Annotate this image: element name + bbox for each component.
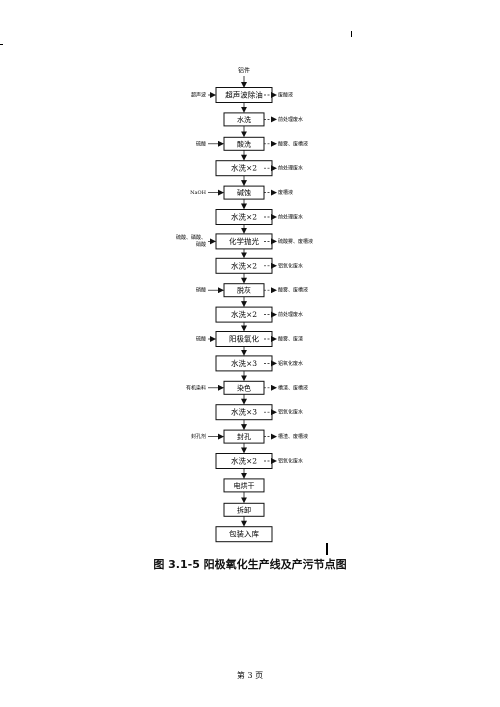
input-material-label: 硫酸、磷酸、 bbox=[176, 234, 206, 241]
process-label: 化学抛光 bbox=[229, 236, 259, 246]
process-label: 水洗×3 bbox=[231, 407, 257, 417]
process-label: 封孔 bbox=[237, 432, 251, 441]
pollutant-label: 铝氧化废水 bbox=[278, 262, 303, 269]
input-material-label: 硝酸 bbox=[196, 241, 206, 248]
process-label: 水洗×2 bbox=[231, 163, 257, 173]
pollutant-label: 废槽液 bbox=[278, 189, 293, 196]
right-edge-mark bbox=[351, 31, 352, 37]
input-material-label: NaOH bbox=[190, 190, 206, 196]
input-label: 铝件 bbox=[238, 67, 250, 75]
input-material-label: 硫酸 bbox=[196, 140, 206, 147]
pollutant-label: 铝氧化废水 bbox=[278, 360, 303, 367]
caption-side-mark bbox=[326, 543, 328, 555]
figure-caption: 图 3.1-5 阳极氧化生产线及产污节点图 bbox=[153, 558, 347, 571]
input-material-label: 超声波 bbox=[191, 92, 206, 99]
process-box bbox=[215, 526, 273, 543]
process-label: 电烘干 bbox=[234, 481, 255, 490]
process-label: 碱蚀 bbox=[237, 188, 251, 197]
process-label: 包装入库 bbox=[229, 529, 259, 539]
page-number: 第 3 页 bbox=[236, 671, 264, 680]
process-label: 染色 bbox=[237, 383, 251, 392]
left-edge-mark bbox=[0, 44, 3, 45]
pollutant-label: 槽渣、废槽液 bbox=[278, 433, 308, 440]
input-material-label: 硝酸 bbox=[196, 287, 206, 294]
process-label: 水洗×2 bbox=[231, 309, 257, 319]
pollutant-label: 前处理废水 bbox=[278, 116, 303, 123]
process-label: 水洗×3 bbox=[231, 358, 257, 368]
pollutant-label: 铝氧化废水 bbox=[278, 458, 303, 465]
pollutant-label: 铝氧化废水 bbox=[278, 409, 303, 416]
pollutant-label: 前处理废水 bbox=[278, 311, 303, 318]
pollutant-label: 酸雾、废槽液 bbox=[278, 287, 308, 294]
process-label: 阳极氧化 bbox=[229, 334, 259, 344]
pollutant-label: 酸雾、废渣 bbox=[278, 336, 303, 343]
process-label: 酸洗 bbox=[237, 139, 251, 148]
process-label: 脱灰 bbox=[237, 286, 251, 295]
pollutant-label: 前处理废水 bbox=[278, 214, 303, 221]
input-material-label: 硫酸 bbox=[196, 336, 206, 343]
process-label: 水洗×2 bbox=[231, 456, 257, 466]
pollutant-label: 槽渣、废槽液 bbox=[278, 384, 308, 391]
process-label: 超声波除油 bbox=[225, 90, 263, 100]
process-label: 拆卸 bbox=[237, 505, 251, 514]
process-label: 水洗 bbox=[237, 115, 251, 124]
process-label: 水洗×2 bbox=[231, 260, 257, 270]
input-material-label: 封孔剂 bbox=[191, 433, 206, 440]
pollutant-label: 硫酸雾、废槽液 bbox=[278, 238, 313, 245]
pollutant-label: 前处理废水 bbox=[278, 165, 303, 172]
pollutant-label: 废酸液 bbox=[278, 92, 293, 99]
input-material-label: 有机染料 bbox=[186, 384, 206, 391]
pollutant-label: 酸雾、废槽液 bbox=[278, 140, 308, 147]
process-label: 水洗×2 bbox=[231, 212, 257, 222]
